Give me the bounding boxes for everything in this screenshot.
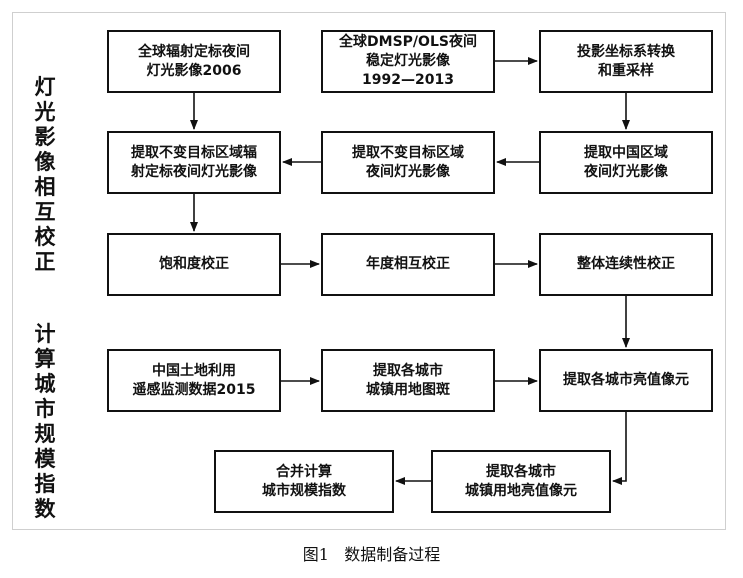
box-china-landuse-2015: 中国土地利用遥感监测数据2015 bbox=[107, 349, 281, 412]
box-intercalibration: 年度相互校正 bbox=[321, 233, 495, 296]
box-projection-resample: 投影坐标系转换和重采样 bbox=[539, 30, 713, 93]
box-urban-scale-index: 合并计算城市规模指数 bbox=[214, 450, 394, 513]
figure-caption: 图1 数据制备过程 bbox=[302, 545, 441, 564]
box-urban-land-patches: 提取各城市城镇用地图斑 bbox=[321, 349, 495, 412]
box-china-region-lights: 提取中国区域夜间灯光影像 bbox=[539, 131, 713, 194]
box-global-radiance-calibrated-2006: 全球辐射定标夜间灯光影像2006 bbox=[107, 30, 281, 93]
box-invariant-target-calibrated: 提取不变目标区域辐射定标夜间灯光影像 bbox=[107, 131, 281, 194]
box-continuity-correction: 整体连续性校正 bbox=[539, 233, 713, 296]
box-urban-land-lit-pixels: 提取各城市城镇用地亮值像元 bbox=[431, 450, 611, 513]
arrow-lit-pixels-to-urban-lit bbox=[612, 412, 627, 485]
side-label-top: 灯光 影像 相互 校正 bbox=[34, 75, 56, 274]
box-invariant-target-lights: 提取不变目标区域夜间灯光影像 bbox=[321, 131, 495, 194]
box-saturation-correction: 饱和度校正 bbox=[107, 233, 281, 296]
box-city-lit-pixels: 提取各城市亮值像元 bbox=[539, 349, 713, 412]
side-label-bottom: 计算 城市 规模 指数 bbox=[34, 322, 56, 521]
